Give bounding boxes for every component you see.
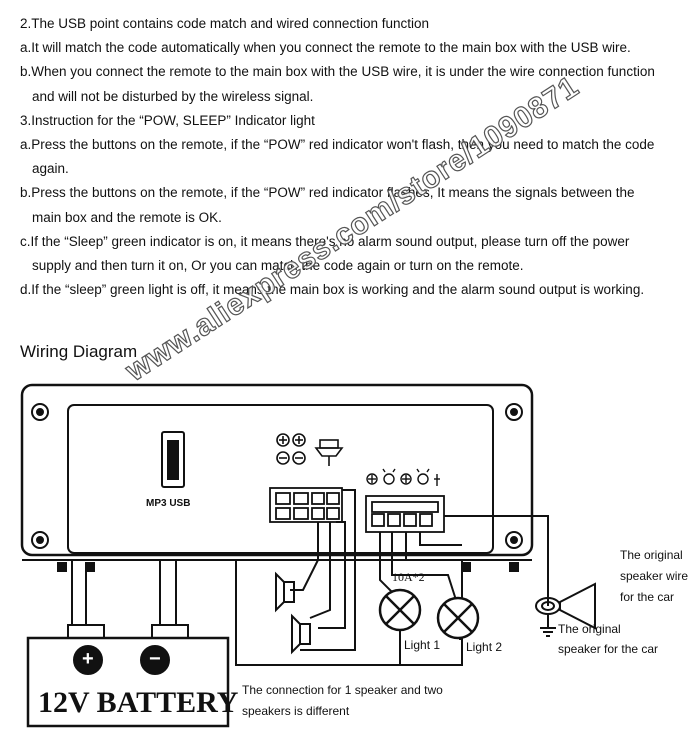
instruction-line: c.If the “Sleep” green indicator is on, …: [20, 233, 630, 249]
instruction-line: again.: [32, 161, 69, 177]
speaker-wire-label: for the car: [620, 590, 675, 604]
wiring-diagram-title: Wiring Diagram: [20, 342, 138, 361]
battery: [26, 624, 230, 728]
speaker-icon: [291, 613, 311, 655]
car-speaker-label: The original: [558, 622, 621, 636]
control-knob-icon: [276, 433, 306, 465]
car-speaker-icon: [535, 582, 596, 637]
speaker-wire-label: The original: [620, 548, 683, 562]
light-bulb-icon: [378, 588, 422, 632]
wires: [71, 489, 549, 666]
mp3-usb-label: MP3 USB: [146, 498, 191, 509]
light2-label: Light 2: [466, 640, 503, 654]
light1-label: Light 1: [404, 638, 441, 652]
fuse-label: 10A*2: [392, 570, 425, 584]
instruction-line: main box and the remote is OK.: [32, 209, 222, 225]
speaker-wire-label: speaker wire: [620, 569, 689, 583]
instruction-line: and will not be disturbed by the wireles…: [32, 88, 314, 104]
light-connector: [365, 495, 445, 533]
instruction-line: d.If the “sleep” green light is off, it …: [20, 282, 645, 298]
instruction-line: b.Press the buttons on the remote, if th…: [20, 185, 635, 201]
connection-note: speakers is different: [242, 704, 350, 718]
instruction-line: b.When you connect the remote to the mai…: [20, 64, 655, 80]
main-box: [20, 383, 534, 572]
usb-port-icon: [161, 431, 185, 488]
instruction-line: a.It will match the code automatically w…: [20, 40, 631, 56]
speaker-icon: [275, 571, 295, 613]
speaker-symbol-icon: [314, 439, 344, 466]
car-speaker-label: speaker for the car: [558, 642, 659, 656]
indicator-icons: [366, 468, 440, 486]
battery-minus-label: −: [149, 648, 161, 670]
battery-plus-label: +: [82, 648, 94, 670]
instruction-line: supply and then turn it on, Or you can m…: [32, 258, 524, 274]
instruction-line: 2.The USB point contains code match and …: [20, 16, 429, 31]
instructions: 2.The USB point contains code match and …: [20, 12, 690, 302]
battery-label: 12V BATTERY: [38, 686, 239, 719]
connection-note: The connection for 1 speaker and two: [242, 683, 443, 697]
speaker-connector: [269, 487, 343, 523]
instruction-line: a.Press the buttons on the remote, if th…: [20, 137, 655, 153]
instruction-line: 3.Instruction for the “POW, SLEEP” Indic…: [20, 112, 315, 128]
screw-icon: [31, 403, 523, 549]
light-bulb-icon: [436, 596, 480, 640]
